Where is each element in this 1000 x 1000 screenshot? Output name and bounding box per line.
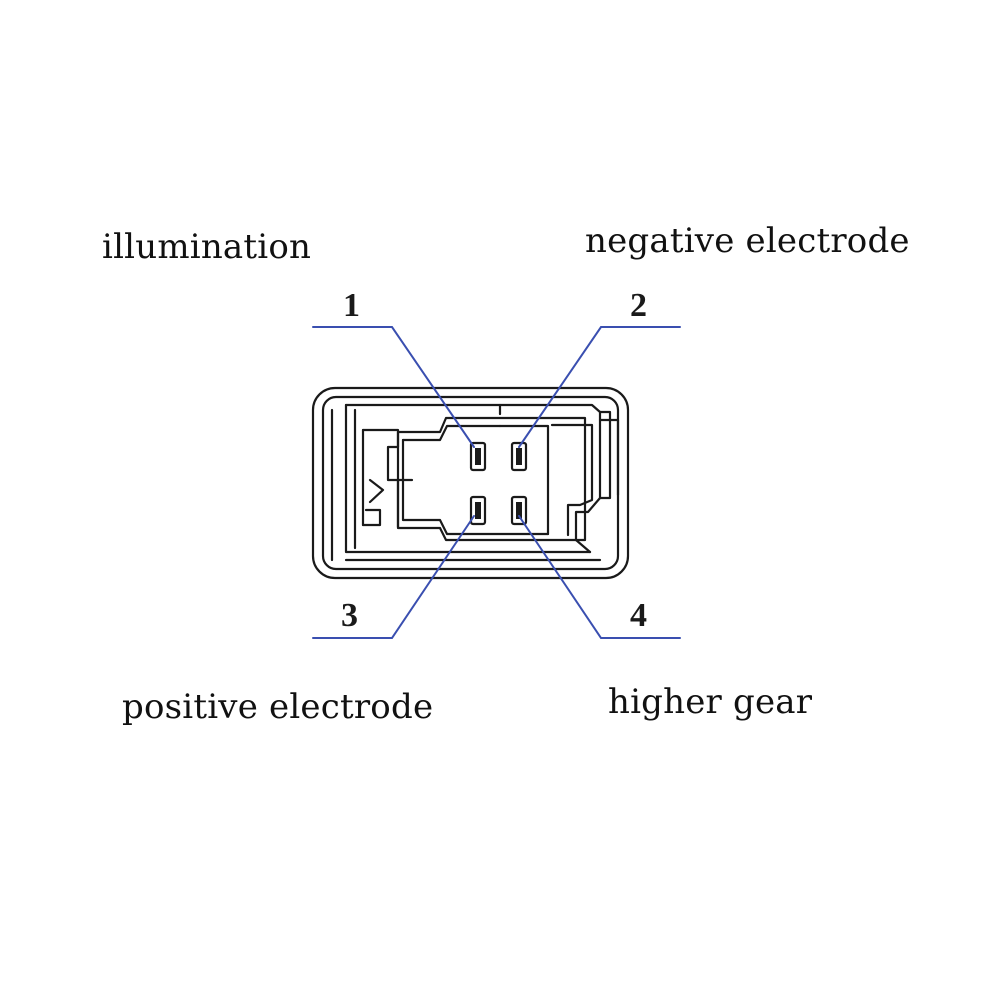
pin-number-2: 2 — [630, 287, 647, 324]
pin-2-label: negative electrode — [585, 221, 910, 261]
inner-frame-top-left — [344, 403, 502, 416]
leader-line-2 — [518, 326, 681, 448]
right-lock-tab — [598, 410, 612, 500]
terminal-2-core — [516, 448, 522, 465]
leader-line-3 — [312, 515, 475, 639]
terminal-2 — [510, 441, 528, 472]
pin-3-label: positive electrode — [122, 687, 434, 727]
terminals — [469, 441, 528, 526]
terminal-3-core — [475, 502, 481, 519]
terminal-1-core — [475, 448, 481, 465]
terminal-4 — [510, 495, 528, 526]
connector-housing — [311, 386, 630, 580]
latch-foot — [361, 508, 382, 527]
pin-number-4: 4 — [630, 597, 647, 634]
pin-number-3: 3 — [341, 597, 358, 634]
pin-number-1: 1 — [343, 287, 360, 324]
housing-inner-outline — [321, 395, 620, 571]
terminal-1 — [469, 441, 487, 472]
cavity-right-wall — [498, 424, 550, 536]
cavity-inner-bottom — [401, 438, 550, 536]
leader-line-4 — [518, 515, 681, 639]
cavity-inner-top — [401, 424, 502, 442]
pin-4-label: higher gear — [608, 682, 813, 722]
pin-1-label: illumination — [102, 227, 312, 267]
terminal-cavity-block — [396, 416, 587, 542]
terminal-4-core — [516, 502, 522, 519]
terminal-3 — [469, 495, 487, 526]
housing-outer-outline — [311, 386, 630, 580]
right-lock-edge — [598, 418, 620, 497]
inner-frame-bottom — [344, 403, 592, 554]
leader-line-1 — [312, 326, 475, 448]
right-inner-frame — [550, 423, 594, 537]
right-frame — [498, 403, 602, 554]
latch-spring — [368, 478, 385, 504]
leader-lines — [312, 326, 681, 639]
